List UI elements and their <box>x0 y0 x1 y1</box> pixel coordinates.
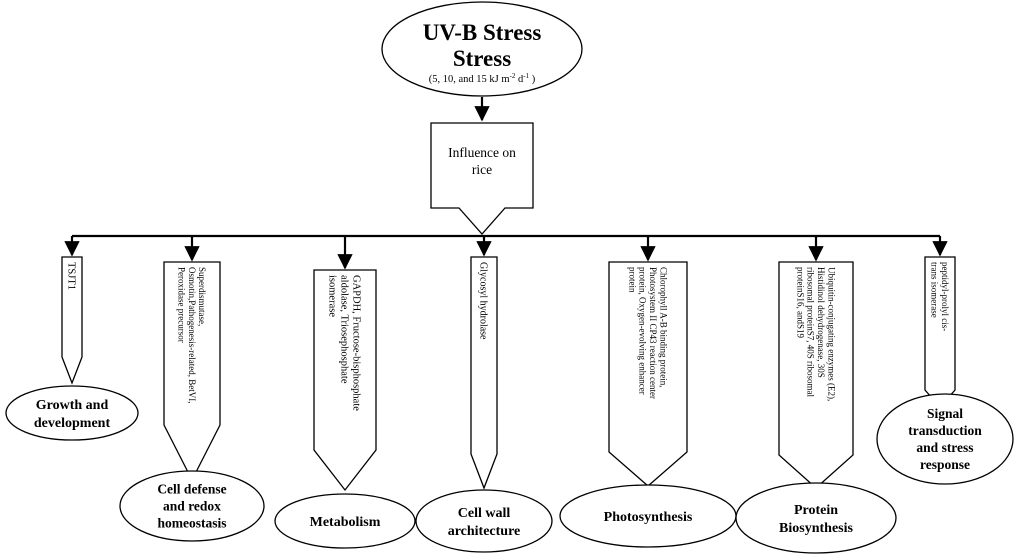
protein-box-cellwall <box>470 256 498 490</box>
center-box-line1: Influence on <box>448 145 516 160</box>
protein-list-photosynthesis: Chlorophyll A-B binding protein,Photosys… <box>627 267 668 399</box>
protein-box-growth <box>61 256 83 385</box>
protein-box-photosynthesis <box>608 261 688 487</box>
root-title-line1: UV-B Stress <box>423 20 542 45</box>
category-ellipse-protein <box>735 482 897 554</box>
protein-list-metabolism: GAPDH, Fructose-bisphosphatealdolase, Tr… <box>326 275 361 411</box>
branch-metabolism: GAPDH, Fructose-bisphosphatealdolase, Tr… <box>274 236 416 549</box>
category-ellipse-defense <box>119 470 265 542</box>
category-label-metabolism: Metabolism <box>310 515 381 530</box>
protein-list-defense: Superdismutase,Osmotin,Pathogenesis-rela… <box>177 267 208 403</box>
center-box: Influence on rice <box>430 122 534 235</box>
branch-defense: Superdismutase,Osmotin,Pathogenesis-rela… <box>119 236 265 542</box>
category-ellipse-growth <box>5 385 139 441</box>
branch-photosynthesis: Chlorophyll A-B binding protein,Photosys… <box>559 236 737 548</box>
category-ellipse-metabolism <box>274 493 416 549</box>
root-dose-label: (5, 10, and 15 kJ m-2 d-1 ) <box>429 72 536 85</box>
root-title-line2: Stress <box>453 46 511 71</box>
branch-protein: Ubiquitin-conjugating enzymes (E2),Histi… <box>735 236 897 554</box>
protein-list-signal: peptidyl-prolyl cis-trans isomerase <box>930 262 950 331</box>
protein-list-growth: TSJT1 <box>65 262 76 290</box>
category-label-photosynthesis: Photosynthesis <box>604 510 693 525</box>
protein-box-defense <box>163 261 221 482</box>
protein-list-cellwall: Glycosyl hydrolase <box>478 262 489 340</box>
category-ellipse-signal <box>876 393 1014 485</box>
protein-list-protein: Ubiquitin-conjugating enzymes (E2),Histi… <box>795 267 836 401</box>
category-ellipse-cellwall <box>415 489 553 553</box>
branch-signal: peptidyl-prolyl cis-trans isomeraseSigna… <box>876 236 1014 485</box>
center-box-line2: rice <box>472 162 492 177</box>
protein-box-metabolism <box>313 269 377 492</box>
protein-box-protein <box>778 261 854 489</box>
root-node: UV-B Stress Stress (5, 10, and 15 kJ m-2… <box>381 1 583 97</box>
